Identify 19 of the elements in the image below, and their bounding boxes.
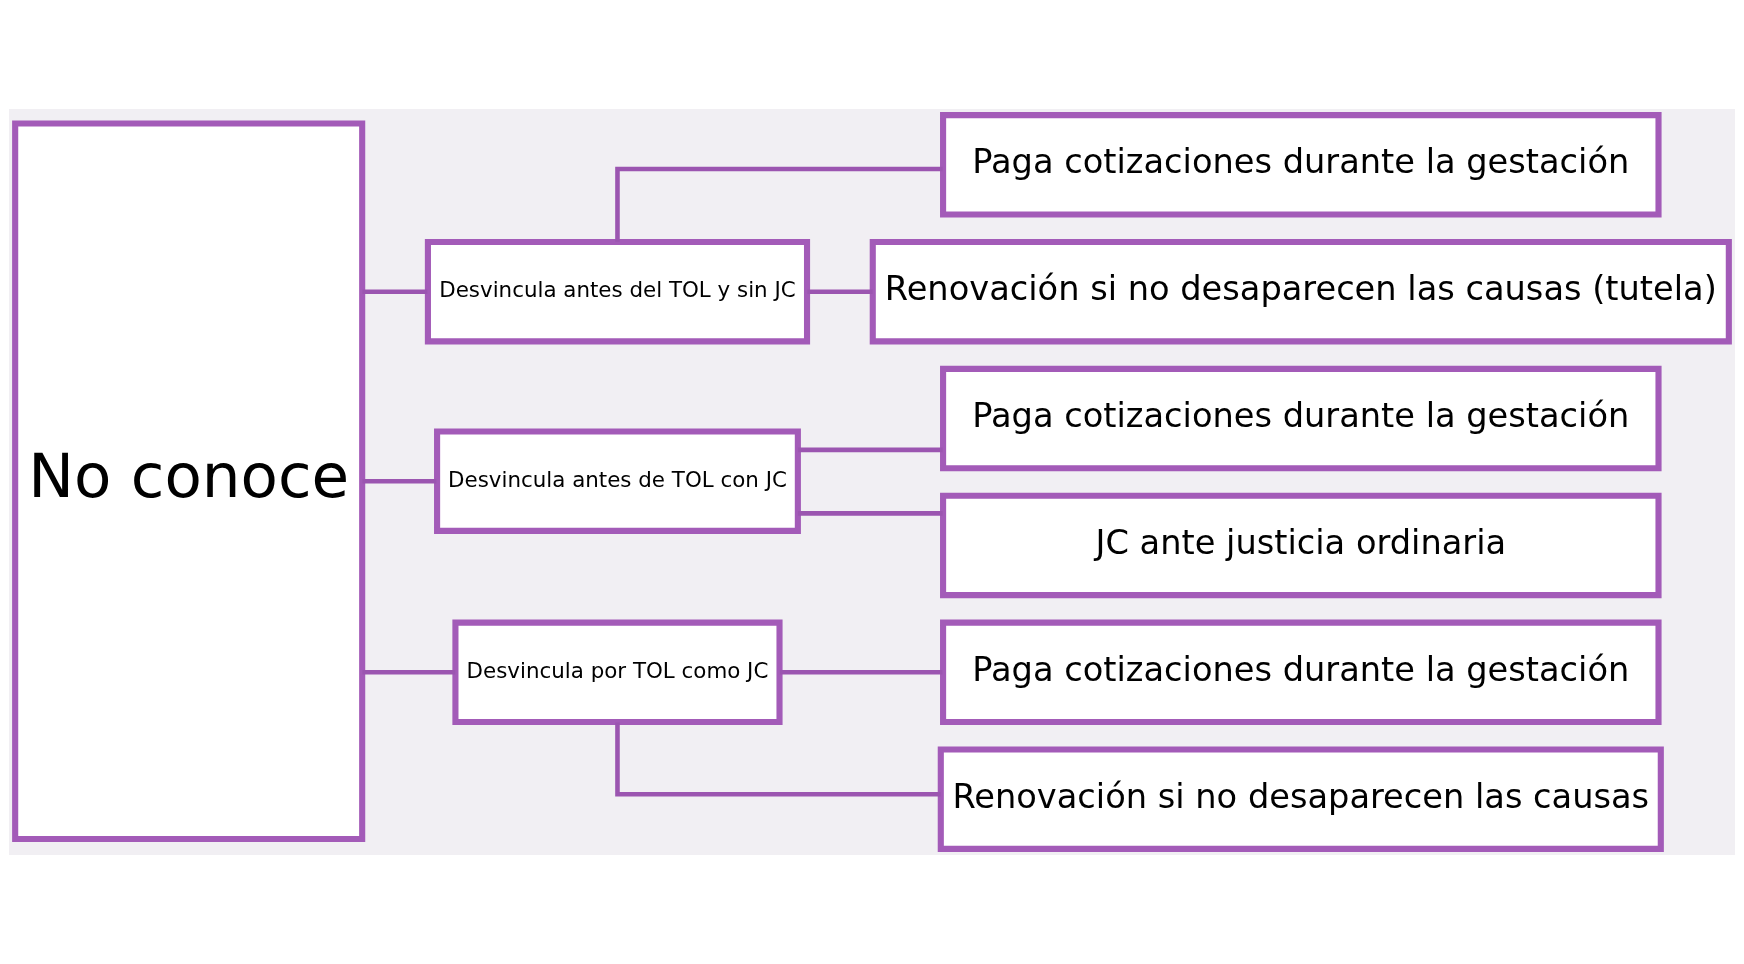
connector — [807, 289, 873, 294]
connector — [797, 511, 943, 516]
node-box: Desvincula por TOL como JC — [452, 619, 783, 726]
node-box: Paga cotizaciones durante la gestación — [940, 112, 1662, 218]
connector — [362, 478, 437, 484]
connector — [779, 670, 943, 675]
node-box: JC ante justicia ordinaria — [940, 492, 1662, 599]
node-box: Paga cotizaciones durante la gestación — [940, 365, 1662, 472]
node-box: Renovación si no desaparecen las causas (tutela) — [869, 238, 1732, 345]
connector — [362, 670, 456, 675]
node-box: No conoce — [12, 120, 366, 842]
node-box: Desvincula antes de TOL con JC — [434, 428, 801, 534]
node-box: Paga cotizaciones durante la gestación — [940, 619, 1662, 726]
connector — [615, 722, 941, 797]
connector — [615, 166, 943, 242]
node-box: Renovación si no desaparecen las causas — [937, 746, 1664, 852]
connector — [362, 289, 428, 294]
node-box: Desvincula antes del TOL y sin JC — [424, 238, 811, 345]
connector — [797, 447, 943, 453]
